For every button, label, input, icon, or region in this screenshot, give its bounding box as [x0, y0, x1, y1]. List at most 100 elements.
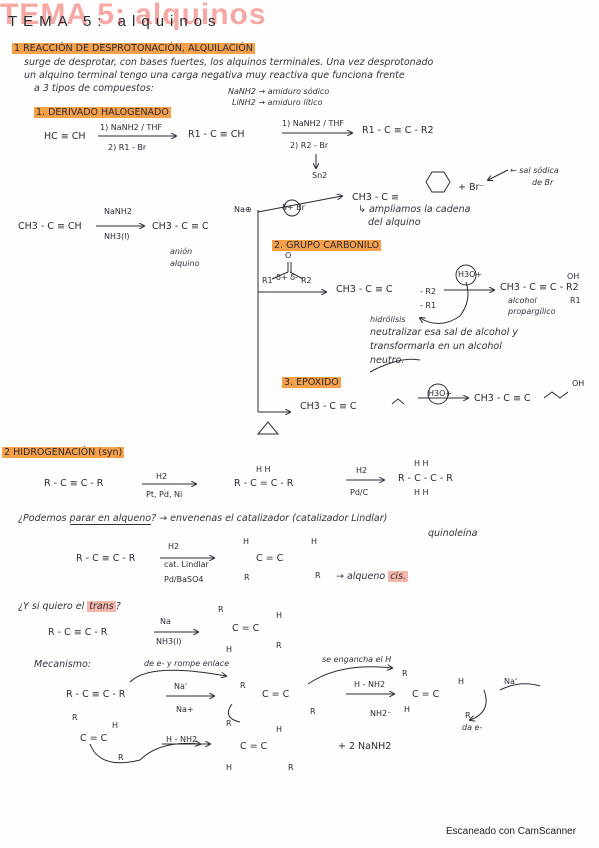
anion-h: H [112, 721, 119, 730]
mechanism-electron-note: da e- [462, 723, 483, 732]
propargyl-r1: R1 [570, 296, 581, 305]
mechanism-nh2-minus: NH2⁻ [370, 709, 392, 718]
anion-r-2: R [118, 753, 124, 762]
mechanism-na-plus: Na+ [176, 705, 194, 714]
section1-heading: 1 REACCIÓN DE DESPROTONACIÓN, ALQUILACIÓ… [12, 43, 255, 54]
cis-r-2: R [315, 571, 321, 580]
mechanism-r-2: R [310, 707, 316, 716]
anion-formula: CH3 - C ≡ C [152, 221, 209, 232]
benzyl-product: CH3 - C ≡ [352, 192, 399, 203]
lindlar-h2: H2 [168, 542, 180, 551]
trans-r-2: R [276, 641, 282, 650]
benzyl-circle [283, 199, 301, 217]
sodium-cation: Na⊕ [234, 205, 252, 214]
mechanism-label: Mecanismo: [34, 659, 91, 670]
mechanism-radical: C = C [412, 689, 440, 700]
salt-note-1: ← sal sódica [510, 166, 559, 175]
carbonyl-r1-bond [271, 271, 289, 280]
trans-h-1: H [276, 611, 283, 620]
hydronium-2: H3O+ [428, 389, 453, 398]
epoxide-intermediate: CH3 - C ≡ C [300, 401, 357, 412]
carbonyl-oxygen: O [285, 251, 292, 260]
final-alkene: C = C [240, 741, 268, 752]
carbonyl-r2: R2 [301, 276, 312, 285]
mechanism-r: R [240, 681, 246, 690]
question-2: ¿Y si quiero el trans? [18, 601, 121, 612]
final-byproduct: + 2 NaNH2 [338, 741, 392, 752]
benzyl-bromide: δ+ Br [282, 203, 305, 212]
hydrog-h2-2: H2 [356, 466, 368, 475]
mechanism-curve-2 [307, 667, 392, 685]
subheading-carbonilo: 2. GRUPO CARBONILO [272, 240, 382, 251]
mechanism-radical-h2: H [458, 677, 465, 686]
anion-alkene: C = C [80, 733, 108, 744]
mechanism-note-2: se engancha el H [322, 655, 392, 664]
mechanism-radical-r: R [402, 669, 408, 678]
hydrolysis-3: transformarla en un alcohol [370, 341, 502, 352]
benzene-ring [425, 171, 451, 193]
r1-cond-2: 2) R1 - Br [108, 143, 147, 152]
carbonyl-r1: R1 [262, 276, 273, 285]
page-title: TEMA 5: alquinos [0, 0, 267, 31]
hydrolysis-2: neutralizar esa sal de alcohol y [370, 327, 518, 338]
chain-note-2: del alquino [368, 217, 421, 228]
hydrog-start: R - C ≡ C - R [44, 478, 104, 489]
mechanism-carbanion: C = C [262, 689, 290, 700]
page-title-overlay: TEMA 5: alquinos [8, 13, 222, 30]
mechanism-curve-3 [470, 689, 487, 720]
cis-h-1: H [243, 537, 250, 546]
mechanism-na-2: Na' [504, 677, 518, 686]
mechanism-curve-4 [227, 703, 241, 723]
alkane-h-bottom: H H [414, 488, 429, 497]
quinoline-label: quinoleína [428, 528, 478, 539]
final-r-2: R [288, 763, 294, 772]
anion-label-1: anión [170, 247, 193, 256]
base-note-2: LiNH2 → amiduro lítico [232, 98, 323, 107]
alkane-h-top: H H [414, 459, 429, 468]
alcohol-label-2: propargílico [508, 307, 556, 316]
r1-cond-3: 1) NaNH2 / THF [282, 119, 345, 128]
bromide-ion: + Br⁻ [458, 182, 485, 193]
cis-note: → alqueno cis. [336, 571, 409, 582]
final-h-2: H [226, 763, 233, 772]
intro-line-3: a 3 tipos de compuestos: [34, 83, 154, 94]
cis-alkene: C = C [256, 553, 284, 564]
alcohol-label-1: alcohol [508, 296, 537, 305]
r1-mid: R1 - C ≡ CH [188, 129, 245, 140]
sn2-label: Sn2 [312, 171, 328, 180]
lindlar-catalyst-1: cat. Lindlar [164, 560, 209, 569]
mechanism-curve-5 [499, 683, 541, 691]
r1-cond-1: 1) NaNH2 / THF [100, 123, 163, 132]
carbonyl-r2-bond [289, 271, 304, 280]
main-cond-2: NH3(l) [104, 232, 130, 241]
epoxide-chain [391, 398, 405, 405]
trans-h-2: H [226, 645, 233, 654]
hydronium-circle-2 [427, 383, 449, 405]
mechanism-radical-h: H [404, 705, 411, 714]
subheading-epoxido: 3. EPOXIDO [282, 377, 341, 388]
epoxide-note-curve [369, 358, 421, 373]
cis-r-1: R [244, 573, 250, 582]
subheading-derivado: 1. DERIVADO HALOGENADO [34, 107, 171, 118]
carbonyl-intermediate-r1: - R1 [420, 301, 437, 310]
hydronium-1: H3O+ [458, 270, 483, 279]
hydrog-catalyst-2: Pd/C [350, 488, 369, 497]
hydronium-curve [420, 281, 469, 324]
mechanism-na-1: Na' [174, 682, 188, 691]
epoxide-product: CH3 - C ≡ C [474, 393, 531, 404]
hydrog-catalyst-1: Pt, Pd, Ni [146, 490, 183, 499]
epoxide-tail [543, 391, 569, 399]
propargyl-oh: OH [567, 272, 580, 281]
scanner-watermark: Escaneado con CamScanner [446, 826, 577, 837]
chain-note-1: ↳ ampliamos la cadena [358, 204, 471, 215]
main-start: CH3 - C ≡ CH [18, 221, 82, 232]
intro-line-2: un alquino terminal tengo una carga nega… [24, 70, 405, 81]
intro-line-1: surge de desprotar, con bases fuertes, l… [24, 57, 434, 68]
r1-start: HC ≡ CH [44, 131, 86, 142]
carbonyl-delta: δ+ δ- [276, 273, 298, 282]
mechanism-start: R - C ≡ C - R [66, 689, 126, 700]
trans-alkene: C = C [232, 623, 260, 634]
anion-label-2: alquino [170, 259, 200, 268]
r1-cond-4: 2) R2 - Br [290, 141, 329, 150]
